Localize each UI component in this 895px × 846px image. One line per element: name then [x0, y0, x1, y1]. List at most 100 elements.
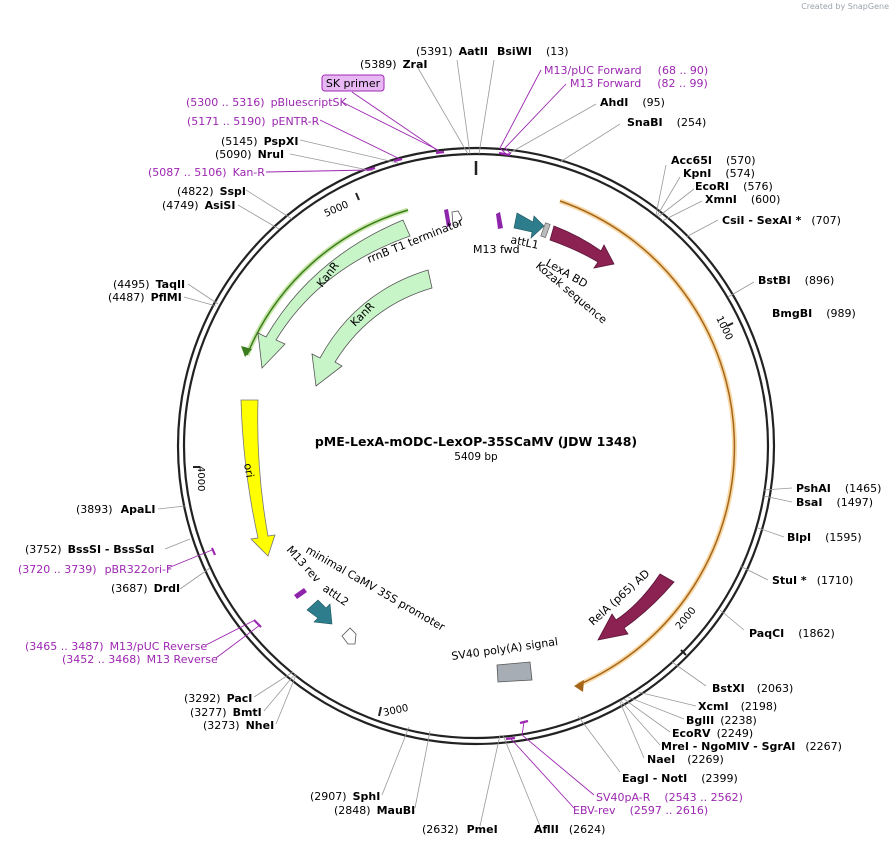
primer-site-ebv [505, 736, 516, 741]
enzyme-ecori[interactable]: EcoRI(576) [695, 180, 773, 193]
m13fwd-label: M13 fwd [473, 243, 520, 256]
enzyme-pmei[interactable]: (2632)PmeI [422, 823, 498, 836]
enzyme-naei[interactable]: NaeI(2269) [647, 753, 724, 766]
enzyme-zrai-name: ZraI [403, 58, 428, 71]
enzyme-naei-name: NaeI [647, 753, 675, 766]
enzyme-nhei[interactable]: (3273)NheI [203, 719, 274, 732]
enzyme-bmti-pos: (3277) [190, 706, 227, 719]
primer-pbluescript-range: (5300 .. 5316) [186, 96, 265, 109]
enzyme-pshai-name: PshAI [796, 482, 831, 495]
enzyme-bstbi-name: BstBI [758, 274, 791, 287]
enzyme-kpni[interactable]: KpnI(574) [683, 167, 755, 180]
primer-labels: M13/pUC Forward(68 .. 90) M13 Forward(82… [18, 64, 743, 817]
enzyme-pspxi[interactable]: (5145)PspXI [221, 135, 298, 148]
leader-mrei [620, 700, 661, 746]
orf-arc-green-line [246, 209, 409, 356]
enzyme-bsiwi[interactable]: BsiWI(13) [497, 45, 569, 58]
enzyme-paci[interactable]: (3292)PacI [184, 692, 252, 705]
enzyme-blpi[interactable]: BlpI(1595) [787, 531, 862, 544]
enzyme-aflii-name: AflII [534, 823, 559, 836]
enzyme-snabi[interactable]: SnaBI(254) [627, 116, 706, 129]
enzyme-paqci[interactable]: PaqCI(1862) [749, 627, 835, 640]
leader-bsai [763, 495, 793, 503]
enzyme-mrei[interactable]: MreI - NgoMIV - SgrAI(2267) [661, 740, 842, 753]
primer-sk: SK primer [326, 77, 381, 90]
enzyme-maubi[interactable]: (2848)MauBI [334, 804, 415, 817]
enzyme-bsssi[interactable]: (3752)BssSI - BssSαI [25, 543, 154, 556]
primer-site-m13-rev [253, 619, 262, 628]
enzyme-eagi[interactable]: EagI - NotI(2399) [622, 772, 738, 785]
enzyme-pflmi[interactable]: (4487)PflMI [108, 291, 182, 304]
primer-site-m13-fwd [498, 151, 511, 157]
enzyme-nrui[interactable]: (5090)NruI [215, 148, 284, 161]
enzyme-bmgbi[interactable]: BmgBI(989) [772, 307, 856, 320]
enzyme-xmni[interactable]: XmnI(600) [705, 193, 780, 206]
enzyme-acc65i-name: Acc65I [671, 154, 712, 167]
enzyme-ahdi[interactable]: AhdI(95) [600, 96, 665, 109]
primer-kanr[interactable]: (5087 .. 5106)Kan-R [148, 166, 265, 179]
kozak-box [540, 222, 551, 238]
enzyme-apali[interactable]: (3893)ApaLI [76, 503, 156, 516]
enzyme-csii[interactable]: CsiI - SexAI *(707) [722, 214, 841, 227]
orf-arc-orange-head [574, 680, 584, 692]
primer-pentr[interactable]: (5171 .. 5190)pENTR-R [187, 115, 320, 128]
enzyme-kpni-pos: (574) [725, 167, 755, 180]
sv40-box [496, 661, 533, 683]
enzyme-aatii-pos: (5391) [416, 45, 453, 58]
primer-m13puc-fwd[interactable]: M13/pUC Forward(68 .. 90) [544, 64, 708, 77]
primer-sv40pa[interactable]: SV40pA-R(2543 .. 2562) [596, 791, 743, 804]
enzyme-drdi[interactable]: (3687)DrdI [111, 582, 180, 595]
leader-blpi [757, 527, 785, 538]
enzyme-zrai[interactable]: (5389) ZraI [360, 58, 428, 71]
primer-site-pbr322 [210, 547, 217, 556]
primer-m13-fwd[interactable]: M13 Forward(82 .. 99) [570, 77, 708, 90]
leader-nhei [275, 674, 297, 725]
enzyme-zrai-pos: (5389) [360, 58, 397, 71]
enzyme-bstxi[interactable]: BstXI(2063) [712, 682, 793, 695]
enzyme-ecorv[interactable]: EcoRV(2249) [672, 727, 753, 740]
enzyme-ecorv-pos: (2249) [717, 727, 754, 740]
primer-leader-m13puc-fwd [499, 69, 542, 155]
enzyme-drdi-pos: (3687) [111, 582, 148, 595]
primer-pbr322[interactable]: (3720 .. 3739) pBR322ori-F [18, 563, 172, 576]
snapgene-credit: Created by SnapGene [801, 2, 889, 11]
leader-naei [619, 701, 645, 759]
enzyme-bmti[interactable]: (3277)BmtI [190, 706, 262, 719]
enzyme-paci-name: PacI [227, 692, 253, 705]
enzyme-bstbi[interactable]: BstBI(896) [758, 274, 834, 287]
enzyme-aflii[interactable]: AflII(2624) [534, 823, 605, 836]
enzyme-asisi[interactable]: (4749)AsiSI [162, 199, 235, 212]
leader-pflmi [183, 296, 217, 307]
enzyme-sphi-pos: (2907) [310, 790, 347, 803]
primer-ebv-name: EBV-rev [573, 804, 616, 817]
plasmid-title: pME-LexA-mODC-LexOP-35SCaMV (JDW 1348) [315, 434, 637, 449]
enzyme-taqii[interactable]: (4495)TaqII [113, 278, 185, 291]
primer-leader-kanr [265, 169, 371, 173]
primer-m13-rev[interactable]: (3452 .. 3468)M13 Reverse [62, 653, 218, 666]
enzyme-stui[interactable]: StuI *(1710) [772, 574, 853, 587]
primer-pbluescript[interactable]: (5300 .. 5316)pBluescriptSK [186, 96, 348, 109]
leader-sphi [381, 726, 410, 796]
enzyme-bglii[interactable]: BglII(2238) [686, 714, 757, 727]
enzyme-xmni-name: XmnI [705, 193, 737, 206]
primer-m13puc-rev-range: (3465 .. 3487) [25, 640, 104, 653]
enzyme-aatii[interactable]: (5391)AatII [416, 45, 488, 58]
enzyme-sphi[interactable]: (2907)SphI [310, 790, 380, 803]
enzyme-bsai[interactable]: BsaI(1497) [796, 496, 873, 509]
primer-m13puc-rev[interactable]: (3465 .. 3487)M13/pUC Reverse [25, 640, 207, 653]
enzyme-xcmi-pos: (2198) [741, 700, 778, 713]
enzyme-xcmi[interactable]: XcmI(2198) [698, 700, 777, 713]
leader-csii [685, 219, 719, 238]
enzyme-acc65i[interactable]: Acc65I(570) [671, 154, 756, 167]
primer-pbr322-name: pBR322ori-F [105, 563, 173, 576]
primer-pbr322-range: (3720 .. 3739) [18, 563, 97, 576]
enzyme-bsai-pos: (1497) [836, 496, 873, 509]
primer-leader-pentr [319, 119, 403, 161]
enzyme-pshai[interactable]: PshAI(1465) [796, 482, 881, 495]
primer-ebv[interactable]: EBV-rev(2597 .. 2616) [573, 804, 708, 817]
leader-zrai [417, 67, 469, 155]
sk-primer-box[interactable] [321, 74, 385, 92]
enzyme-sspi[interactable]: (4822)SspI [177, 185, 246, 198]
enzyme-mrei-pos: (2267) [805, 740, 842, 753]
